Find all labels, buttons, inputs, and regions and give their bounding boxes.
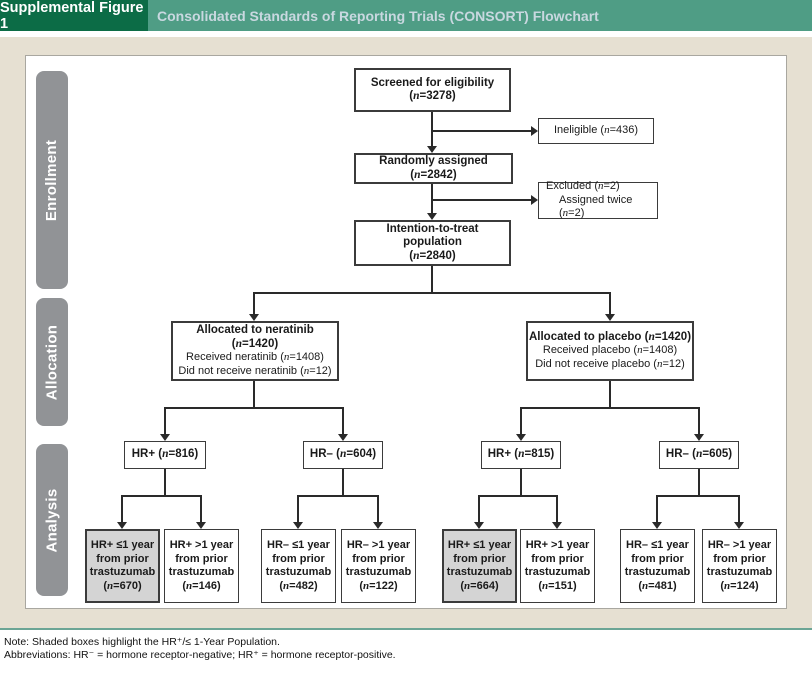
connector-line bbox=[342, 469, 344, 497]
arrow-down-icon bbox=[694, 434, 704, 441]
figure-header: Supplemental Figure 1 Consolidated Stand… bbox=[0, 0, 812, 32]
figure-label: Supplemental Figure 1 bbox=[0, 0, 148, 32]
connector-line bbox=[253, 292, 255, 315]
arrow-down-icon bbox=[552, 522, 562, 529]
arrow-down-icon bbox=[117, 522, 127, 529]
box-screened: Screened for eligibility (n=3278) bbox=[354, 68, 511, 112]
box-analysis-1: HR+ ≤1 year from prior trastuzumab (n=67… bbox=[85, 529, 160, 603]
arrow-down-icon bbox=[516, 434, 526, 441]
box-itt: Intention-to-treat population (n=2840) bbox=[354, 220, 511, 266]
box-analysis-2: HR+ >1 year from prior trastuzumab (n=14… bbox=[164, 529, 239, 603]
flowchart-panel: Enrollment Allocation Analysis Screened … bbox=[25, 55, 787, 609]
connector-line bbox=[698, 407, 700, 435]
connector-line bbox=[121, 495, 123, 523]
box-analysis-3: HR– ≤1 year from prior trastuzumab (n=48… bbox=[261, 529, 336, 603]
arrow-right-icon bbox=[531, 195, 538, 205]
box-analysis-7: HR– ≤1 year from prior trastuzumab (n=48… bbox=[620, 529, 695, 603]
arrow-down-icon bbox=[605, 314, 615, 321]
connector-line bbox=[164, 469, 166, 497]
connector-line bbox=[253, 381, 255, 409]
arrow-down-icon bbox=[338, 434, 348, 441]
connector-line bbox=[738, 495, 740, 523]
figure-notes: Note: Shaded boxes highlight the HR⁺/≤ 1… bbox=[4, 636, 396, 662]
connector-line bbox=[431, 130, 531, 132]
box-alloc-neratinib: Allocated to neratinib (n=1420) Received… bbox=[171, 321, 339, 381]
arrow-right-icon bbox=[531, 126, 538, 136]
connector-line bbox=[253, 292, 611, 294]
connector-line bbox=[656, 495, 658, 523]
stage-tab-enrollment: Enrollment bbox=[36, 71, 68, 289]
box-hr-pos-placebo: HR+ (n=815) bbox=[481, 441, 561, 469]
stage-label: Allocation bbox=[43, 324, 61, 400]
arrow-down-icon bbox=[249, 314, 259, 321]
stage-label: Analysis bbox=[43, 487, 61, 553]
box-excluded: Excluded (n=2) Assigned twice (n=2) bbox=[538, 180, 658, 219]
connector-line bbox=[556, 495, 558, 523]
connector-line bbox=[164, 407, 166, 435]
figure-title: Consolidated Standards of Reporting Tria… bbox=[148, 0, 812, 31]
box-analysis-6: HR+ >1 year from prior trastuzumab (n=15… bbox=[520, 529, 595, 603]
box-hr-neg-neratinib: HR– (n=604) bbox=[303, 441, 383, 469]
arrow-down-icon bbox=[427, 146, 437, 153]
connector-line bbox=[164, 407, 344, 409]
connector-line bbox=[609, 292, 611, 315]
connector-line bbox=[656, 495, 740, 497]
connector-line bbox=[478, 495, 480, 523]
connector-line bbox=[520, 407, 700, 409]
connector-line bbox=[431, 266, 433, 294]
box-analysis-8: HR– >1 year from prior trastuzumab (n=12… bbox=[702, 529, 777, 603]
arrow-down-icon bbox=[427, 213, 437, 220]
connector-line bbox=[478, 495, 558, 497]
arrow-down-icon bbox=[734, 522, 744, 529]
box-ineligible: Ineligible (n=436) bbox=[538, 118, 654, 144]
arrow-down-icon bbox=[293, 522, 303, 529]
stage-tab-analysis: Analysis bbox=[36, 444, 68, 596]
arrow-down-icon bbox=[196, 522, 206, 529]
arrow-down-icon bbox=[474, 522, 484, 529]
connector-line bbox=[609, 381, 611, 409]
figure-canvas: Enrollment Allocation Analysis Screened … bbox=[0, 37, 812, 630]
arrow-down-icon bbox=[160, 434, 170, 441]
box-hr-pos-neratinib: HR+ (n=816) bbox=[124, 441, 206, 469]
stage-tab-allocation: Allocation bbox=[36, 298, 68, 426]
connector-line bbox=[342, 407, 344, 435]
abbreviations-line: Abbreviations: HR⁻ = hormone receptor-ne… bbox=[4, 649, 396, 661]
arrow-down-icon bbox=[373, 522, 383, 529]
connector-line bbox=[200, 495, 202, 523]
connector-line bbox=[297, 495, 299, 523]
connector-line bbox=[297, 495, 379, 497]
connector-line bbox=[377, 495, 379, 523]
box-hr-neg-placebo: HR– (n=605) bbox=[659, 441, 739, 469]
connector-line bbox=[698, 469, 700, 497]
connector-line bbox=[431, 199, 531, 201]
arrow-down-icon bbox=[652, 522, 662, 529]
connector-line bbox=[121, 495, 202, 497]
stage-label: Enrollment bbox=[43, 139, 61, 221]
box-analysis-5: HR+ ≤1 year from prior trastuzumab (n=66… bbox=[442, 529, 517, 603]
box-alloc-placebo: Allocated to placebo (n=1420) Received p… bbox=[526, 321, 694, 381]
connector-line bbox=[520, 407, 522, 435]
connector-line bbox=[520, 469, 522, 497]
box-randomized: Randomly assigned (n=2842) bbox=[354, 153, 513, 184]
note-line: Note: Shaded boxes highlight the HR⁺/≤ 1… bbox=[4, 636, 280, 648]
box-analysis-4: HR– >1 year from prior trastuzumab (n=12… bbox=[341, 529, 416, 603]
connector-line bbox=[431, 112, 433, 147]
